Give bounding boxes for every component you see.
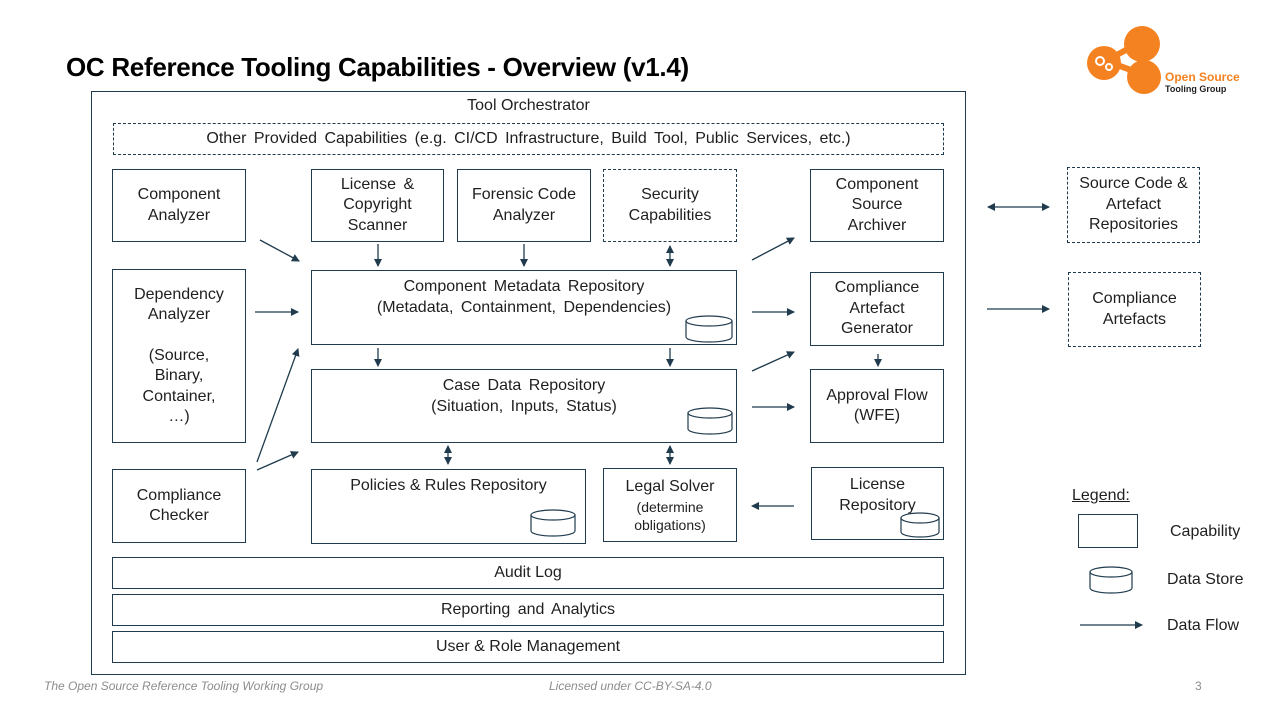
- logo-graphic: [1087, 26, 1161, 94]
- user-role-management: User & Role Management: [112, 631, 944, 663]
- logo-line1: Open Source: [1165, 70, 1240, 84]
- footer-left: The Open Source Reference Tooling Workin…: [44, 679, 324, 693]
- legend-data-flow-label: Data Flow: [1167, 617, 1240, 634]
- page-number: 3: [1195, 679, 1202, 693]
- component-metadata-repository: Component Metadata Repository(Metadata, …: [311, 270, 737, 345]
- legend-capability-label: Capability: [1170, 523, 1241, 540]
- logo-line2: Tooling Group: [1165, 84, 1227, 94]
- footer-center: Licensed under CC-BY-SA-4.0: [549, 679, 712, 693]
- legend-capability-box: [1078, 514, 1138, 548]
- reporting-analytics: Reporting and Analytics: [112, 594, 944, 626]
- approval-flow: Approval Flow(WFE): [810, 369, 944, 443]
- logo-text: Open Source Tooling Group: [1165, 71, 1240, 95]
- legend-data-store-label: Data Store: [1167, 571, 1244, 588]
- tool-orchestrator-label: Tool Orchestrator: [467, 97, 590, 114]
- other-provided-capabilities: Other Provided Capabilities (e.g. CI/CD …: [113, 123, 944, 155]
- legend-heading: Legend:: [1072, 487, 1130, 504]
- legend-data-store-icon: [1089, 566, 1133, 594]
- case-data-repository: Case Data Repository(Situation, Inputs, …: [311, 369, 737, 443]
- page-title: OC Reference Tooling Capabilities - Over…: [66, 52, 689, 82]
- policies-rules-repository: Policies & Rules Repository: [311, 469, 586, 544]
- audit-log: Audit Log: [112, 557, 944, 589]
